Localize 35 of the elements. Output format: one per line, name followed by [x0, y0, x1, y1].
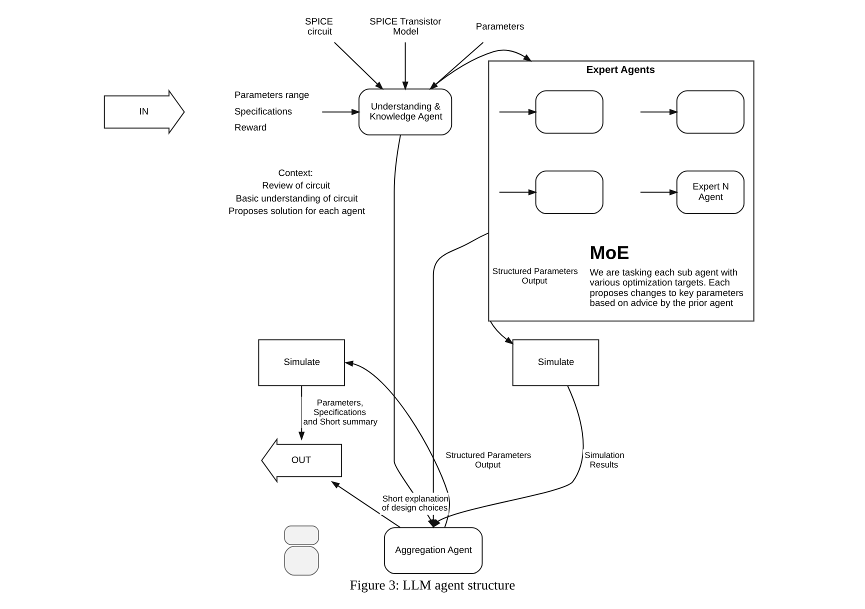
edge-label: Simulation Results — [584, 450, 624, 470]
node-text: Parameters range Specifications Reward — [234, 90, 310, 133]
arrow — [298, 386, 305, 441]
node-box — [535, 170, 604, 214]
node-text: SPICE circuit — [305, 16, 334, 36]
arrow — [499, 108, 538, 116]
label: Review of circuit — [262, 180, 330, 191]
label: Context: — [278, 168, 314, 178]
arrow — [402, 42, 408, 90]
label: We are tasking each sub agent with various optimization targets. Each proposes changes to key parameters based on advice by the prior agent — [590, 267, 744, 308]
edge-label: Parameters, Specifications and Short summary — [303, 398, 378, 426]
arrow — [499, 189, 538, 196]
node-box: Simulate — [512, 339, 600, 386]
arrow — [334, 42, 384, 90]
edge-label: Short explanation of design choices — [382, 493, 449, 513]
arrow — [640, 189, 678, 196]
node-box — [535, 90, 604, 134]
label: MoE — [590, 242, 630, 264]
arrow — [330, 480, 400, 528]
arrow — [322, 108, 360, 116]
label: Proposes solution for each agent — [228, 206, 366, 216]
node-box: Simulate — [258, 339, 346, 386]
node-text: SPICE Transistor Model — [370, 16, 442, 36]
node-box: Aggregation Agent — [384, 527, 483, 574]
edge-label: Structured Parameters Output — [492, 266, 578, 286]
node-box — [676, 90, 745, 134]
label: Basic understanding of circuit — [236, 193, 358, 204]
node-box: Understanding & Knowledge Agent — [358, 88, 452, 136]
arrow — [640, 108, 678, 116]
node-box: Expert N Agent — [676, 170, 745, 214]
caption: Figure 3: LLM agent structure — [350, 578, 516, 593]
arrow — [432, 386, 584, 528]
node-text: Parameters — [476, 21, 524, 32]
edge-label: Structured Parameters Output — [446, 450, 532, 470]
arrow — [490, 320, 514, 344]
